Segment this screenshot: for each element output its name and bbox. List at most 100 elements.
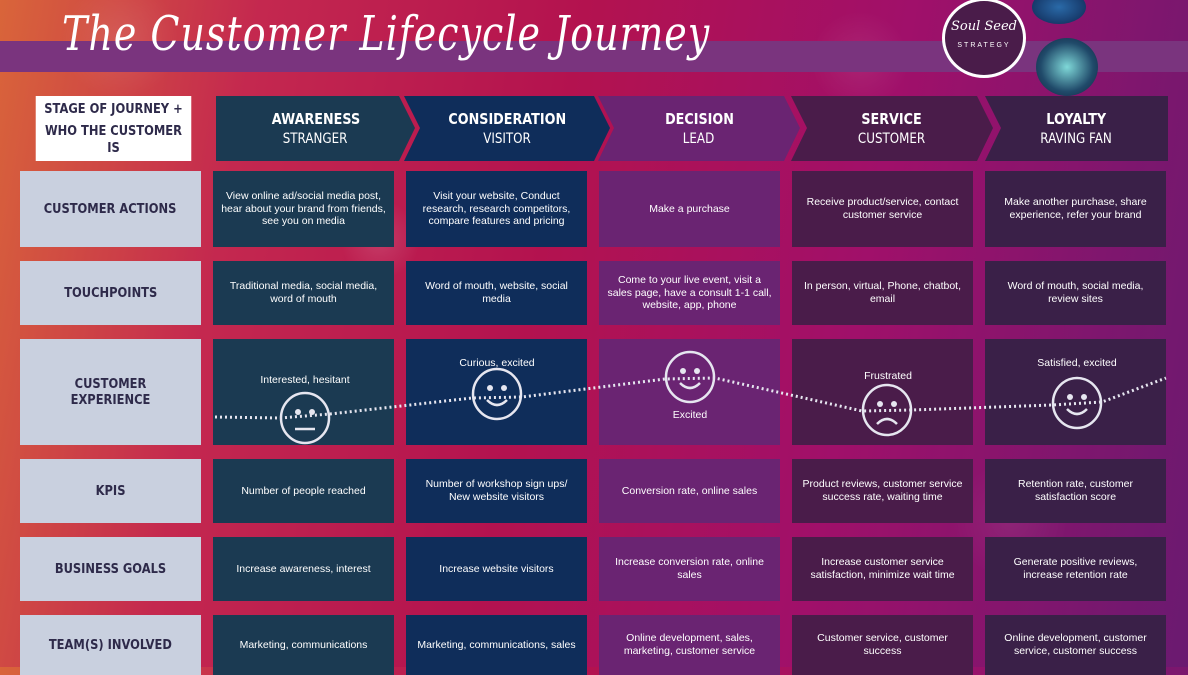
table-cell: Make another purchase, share experience,… xyxy=(985,171,1166,247)
cell-text: Number of people reached xyxy=(241,484,366,497)
brand-logo: Soul Seed STRATEGY xyxy=(942,0,1026,78)
table-cell: Retention rate, customer satisfaction sc… xyxy=(985,459,1166,523)
cell-text: Retention rate, customer satisfaction sc… xyxy=(1018,478,1133,503)
row-label-text: CUSTOMER EXPERIENCE xyxy=(70,375,151,408)
experience-cell xyxy=(985,339,1166,445)
cell-text: Marketing, communications xyxy=(239,638,368,651)
corner-label-line: STAGE OF JOURNEY + xyxy=(44,101,183,118)
row-label-text: KPIS xyxy=(95,482,126,499)
cell-text: Online development, sales, marketing, cu… xyxy=(623,632,756,657)
cell-text: Traditional media, social media, word of… xyxy=(229,280,378,305)
stage-customer: STRANGER xyxy=(283,131,348,147)
cell-text: Come to your live event, visit a sales p… xyxy=(607,274,772,312)
stage-title: CONSIDERATION xyxy=(448,110,566,128)
emotion-label: Excited xyxy=(672,409,708,421)
stage-header-awareness: AWARENESS STRANGER xyxy=(216,96,415,161)
cell-text: Generate positive reviews, increase rete… xyxy=(1013,556,1138,581)
table-cell: Traditional media, social media, word of… xyxy=(213,261,394,325)
table-cell: Conversion rate, online sales xyxy=(599,459,780,523)
table-cell: Word of mouth, website, social media xyxy=(406,261,587,325)
cell-text: Visit your website, Conduct research, re… xyxy=(422,190,571,228)
corner-label-line: WHO THE CUSTOMER IS xyxy=(45,123,182,156)
stage-customer: LEAD xyxy=(683,131,715,147)
cell-text: Increase website visitors xyxy=(439,562,554,575)
cell-text: Increase customer service satisfaction, … xyxy=(810,556,955,581)
row-label-text: CUSTOMER ACTIONS xyxy=(44,200,177,217)
table-cell: Customer service, customer success xyxy=(792,615,973,675)
cell-text: Marketing, communications, sales xyxy=(417,638,576,651)
cell-text: Customer service, customer success xyxy=(817,632,948,657)
table-cell: Word of mouth, social media, review site… xyxy=(985,261,1166,325)
logo-text: Soul Seed xyxy=(950,19,1017,34)
table-cell: Come to your live event, visit a sales p… xyxy=(599,261,780,325)
cell-text: Make another purchase, share experience,… xyxy=(1004,196,1147,221)
row-label: CUSTOMER ACTIONS xyxy=(20,171,201,247)
row-label: CUSTOMER EXPERIENCE xyxy=(20,339,201,445)
emotion-label: Interested, hesitant xyxy=(260,374,350,386)
chevron-shape xyxy=(985,96,1168,161)
table-cell: Receive product/service, contact custome… xyxy=(792,171,973,247)
cell-text: Product reviews, customer service succes… xyxy=(802,478,963,503)
row-label: KPIS xyxy=(20,459,201,523)
table-cell: Product reviews, customer service succes… xyxy=(792,459,973,523)
table-cell: Number of workshop sign ups/ New website… xyxy=(406,459,587,523)
stage-title: LOYALTY xyxy=(1046,110,1107,128)
table-cell: Increase awareness, interest xyxy=(213,537,394,601)
table-cell: Marketing, communications, sales xyxy=(406,615,587,675)
cell-text: Word of mouth, social media, review site… xyxy=(1007,280,1144,305)
table-cell: View online ad/social media post, hear a… xyxy=(213,171,394,247)
emotion-label: Curious, excited xyxy=(459,357,535,369)
experience-cell xyxy=(599,339,780,445)
cell-text: Make a purchase xyxy=(649,202,730,215)
stage-corner-label: STAGE OF JOURNEY + WHO THE CUSTOMER IS xyxy=(35,96,192,161)
logo-subtext: STRATEGY xyxy=(957,42,1011,49)
cell-text: Number of workshop sign ups/ New website… xyxy=(425,478,568,503)
row-label: BUSINESS GOALS xyxy=(20,537,201,601)
experience-cell xyxy=(792,339,973,445)
decorative-orb xyxy=(1036,38,1098,96)
emotion-label: Frustrated xyxy=(864,370,912,382)
stage-header-loyalty: LOYALTY RAVING FAN xyxy=(985,96,1168,161)
emotion-label: Satisfied, excited xyxy=(1037,357,1117,369)
cell-text: Receive product/service, contact custome… xyxy=(806,196,959,221)
table-cell: Visit your website, Conduct research, re… xyxy=(406,171,587,247)
cell-text: In person, virtual, Phone, chatbot, emai… xyxy=(803,280,961,305)
row-label-text: TEAM(S) INVOLVED xyxy=(48,636,172,653)
stage-header-decision: DECISION LEAD xyxy=(598,96,800,161)
stage-customer: RAVING FAN xyxy=(1040,131,1113,147)
table-cell: Generate positive reviews, increase rete… xyxy=(985,537,1166,601)
experience-cell xyxy=(213,339,394,445)
stage-title: SERVICE xyxy=(861,110,923,128)
table-cell: Increase website visitors xyxy=(406,537,587,601)
cell-text: Increase awareness, interest xyxy=(236,562,371,575)
row-label: TOUCHPOINTS xyxy=(20,261,201,325)
table-cell: Make a purchase xyxy=(599,171,780,247)
stage-customer: CUSTOMER xyxy=(858,131,926,147)
cell-text: Word of mouth, website, social media xyxy=(425,280,568,305)
experience-cell xyxy=(406,339,587,445)
table-cell: Marketing, communications xyxy=(213,615,394,675)
stage-title: DECISION xyxy=(664,110,734,128)
cell-text: Increase conversion rate, online sales xyxy=(615,556,764,581)
table-cell: Number of people reached xyxy=(213,459,394,523)
stage-header-service: SERVICE CUSTOMER xyxy=(791,96,993,161)
chevron-shape xyxy=(791,96,993,161)
stage-title: AWARENESS xyxy=(271,110,360,128)
table-cell: Online development, sales, marketing, cu… xyxy=(599,615,780,675)
row-label-text: BUSINESS GOALS xyxy=(54,560,167,577)
table-cell: Increase conversion rate, online sales xyxy=(599,537,780,601)
table-cell: In person, virtual, Phone, chatbot, emai… xyxy=(792,261,973,325)
row-label: TEAM(S) INVOLVED xyxy=(20,615,201,675)
stage-customer: VISITOR xyxy=(483,131,531,147)
row-label-text: TOUCHPOINTS xyxy=(63,284,158,301)
table-cell: Online development, customer service, cu… xyxy=(985,615,1166,675)
page-title: The Customer Lifecycle Journey xyxy=(62,6,711,61)
stage-header-consideration: CONSIDERATION VISITOR xyxy=(404,96,610,161)
cell-text: Conversion rate, online sales xyxy=(621,484,758,497)
chevron-shape xyxy=(216,96,415,161)
chevron-shape xyxy=(598,96,800,161)
decorative-orb xyxy=(1032,0,1086,24)
table-cell: Increase customer service satisfaction, … xyxy=(792,537,973,601)
cell-text: Online development, customer service, cu… xyxy=(1004,632,1147,657)
chevron-shape xyxy=(404,96,610,161)
